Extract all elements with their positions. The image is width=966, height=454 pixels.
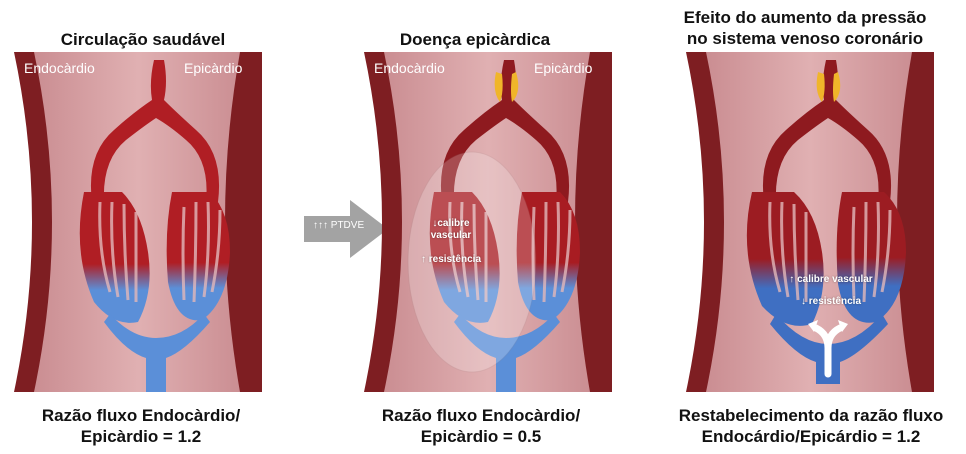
panel1-endocardium-label: Endocàrdio bbox=[24, 60, 95, 76]
panel1-caption-line1: Razão fluxo Endocàrdio/ bbox=[6, 406, 276, 426]
panel2-epicardium-label: Epicàrdio bbox=[534, 60, 592, 76]
panel1-title: Circulação saudável bbox=[18, 30, 268, 50]
panel2-title: Doença epicàrdica bbox=[350, 30, 600, 50]
panel-venous-pressure: ↑ calibre vascular ↓ resistência bbox=[686, 52, 934, 392]
disease-illustration bbox=[364, 52, 612, 392]
panel1-caption-line2: Epicàrdio = 1.2 bbox=[6, 427, 276, 447]
panel3-caption-line1: Restabelecimento da razão fluxo bbox=[660, 406, 962, 426]
panel2-caption-line1: Razão fluxo Endocàrdio/ bbox=[346, 406, 616, 426]
panel3-title-line2: no sistema venoso coronário bbox=[660, 29, 950, 49]
panel2-note-line2: vascular bbox=[416, 230, 486, 242]
panel3-caption-line2: Endocárdio/Epicárdio = 1.2 bbox=[660, 427, 962, 447]
panel2-note-line1: ↓calibre bbox=[416, 218, 486, 230]
panel3-title-line1: Efeito do aumento da pressão bbox=[660, 8, 950, 28]
panel2-caption-line2: Epicàrdio = 0.5 bbox=[346, 427, 616, 447]
panel3-note-line2: ↓ resistência bbox=[786, 296, 876, 308]
healthy-illustration bbox=[14, 52, 262, 392]
panel1-epicardium-label: Epicàrdio bbox=[184, 60, 242, 76]
panel2-note-line3: ↑ resistência bbox=[408, 254, 494, 266]
panel-healthy: Endocàrdio Epicàrdio bbox=[14, 52, 262, 392]
venous-pressure-illustration bbox=[686, 52, 934, 392]
panel2-endocardium-label: Endocàrdio bbox=[374, 60, 445, 76]
panel-epicardial-disease: Endocàrdio Epicàrdio ↓calibre vascular ↑… bbox=[364, 52, 612, 392]
arrow-label: ↑↑↑ PTDVE bbox=[313, 220, 364, 231]
panel3-note-line1: ↑ calibre vascular bbox=[776, 274, 886, 286]
